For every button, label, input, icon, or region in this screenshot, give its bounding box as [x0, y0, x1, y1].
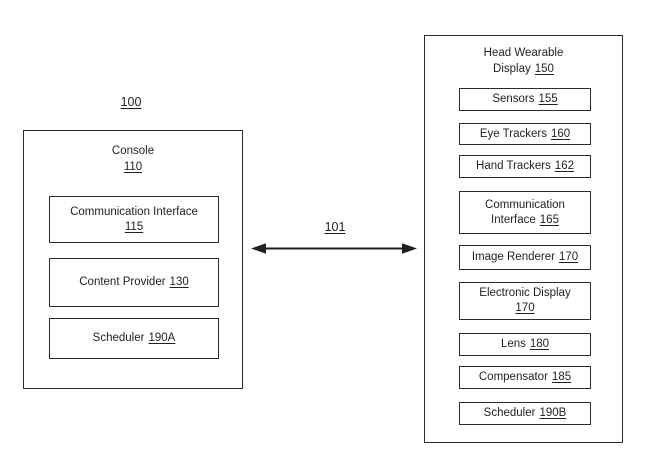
box-label: Interface [491, 213, 536, 226]
box-label: Image Renderer [471, 251, 555, 263]
box-ref: 170 [515, 302, 535, 314]
console-box: Console 110 Communication Interface 115 … [23, 130, 243, 389]
box-ref: 155 [538, 93, 558, 105]
console-title: Console 110 [24, 131, 242, 175]
bidirectional-arrow-icon [251, 243, 417, 254]
box-label: Scheduler [483, 407, 536, 419]
link-ref-label: 101 [324, 220, 346, 234]
box-ref: 162 [554, 160, 574, 172]
box-label: Compensator [478, 371, 548, 383]
system-ref-label: 100 [120, 95, 142, 109]
box-ref: 170 [558, 251, 579, 263]
box-label: Lens [500, 338, 526, 350]
hwd-title-line1: Head Wearable [483, 47, 564, 59]
box-communication-interface-115: Communication Interface 115 [49, 196, 219, 243]
box-ref: 115 [124, 220, 144, 233]
box-label: Scheduler [92, 332, 145, 344]
box-ref: 190A [148, 332, 176, 344]
box-ref: 190B [539, 407, 567, 419]
console-title-ref: 110 [123, 161, 143, 173]
box-label: Electronic Display [479, 287, 571, 299]
hwd-title-line2: Display [493, 63, 531, 75]
box-label: Sensors [492, 93, 535, 105]
box-label: Eye Trackers [479, 127, 547, 140]
console-title-text: Console [111, 145, 155, 157]
box-label: Communication [485, 198, 565, 211]
hwd-title-ref: 150 [534, 63, 554, 75]
box-label: Content Provider [79, 276, 166, 288]
box-ref: 130 [169, 276, 189, 288]
box-ref: 180 [529, 338, 550, 350]
box-ref: 160 [550, 127, 571, 140]
box-label: Communication Interface [70, 205, 198, 218]
box-electronic-display-170: Electronic Display 170 [459, 282, 591, 320]
box-ref: 165 [539, 213, 559, 226]
box-label: Hand Trackers [476, 160, 551, 172]
box-ref: 185 [551, 371, 572, 383]
